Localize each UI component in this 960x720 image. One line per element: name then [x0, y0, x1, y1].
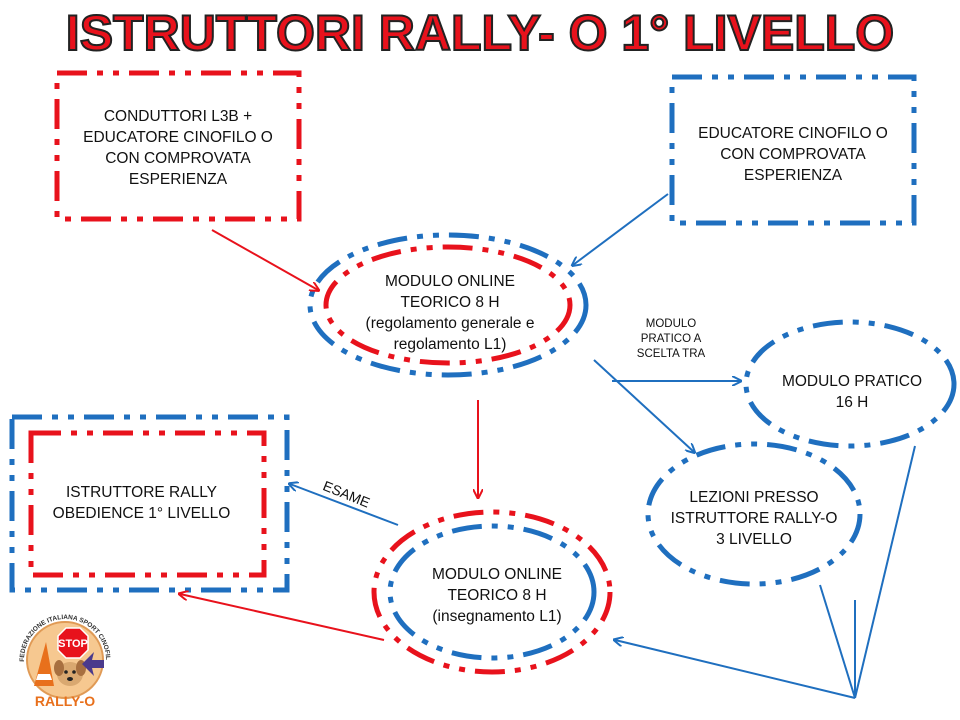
modulo-pratico-line-2: 16 H [835, 394, 869, 411]
arrow-educatore-to-modulo1 [573, 193, 669, 265]
educatore-label: EDUCATORE CINOFILO O CON COMPROVATA ESPE… [672, 123, 914, 186]
modulo-online-1-line-4: regolamento L1) [393, 336, 507, 353]
arrow-to-lezioni [593, 359, 694, 452]
educatore-line-3: ESPERIENZA [743, 167, 843, 184]
page-title: ISTRUTTORI RALLY- O 1° LIVELLO [65, 4, 895, 62]
arrow-to-modulo2 [615, 640, 856, 699]
lezioni-line-2: ISTRUTTORE RALLY-O [670, 510, 838, 527]
modulo-pratico-note-line-3: SCELTA TRA [636, 348, 706, 360]
istruttore-label: ISTRUTTORE RALLY OBEDIENCE 1° LIVELLO [31, 482, 252, 524]
educatore-line-1: EDUCATORE CINOFILO O [698, 125, 888, 142]
istruttore-line-2: OBEDIENCE 1° LIVELLO [52, 505, 231, 522]
modulo-online-2-line-1: MODULO ONLINE [431, 566, 563, 583]
conduttori-line-3: CON COMPROVATA [105, 150, 251, 167]
modulo-pratico-ellipse [743, 319, 957, 449]
logo-sign-text: STOP [58, 638, 88, 650]
modulo-online-1-line-1: MODULO ONLINE [384, 273, 516, 290]
modulo-pratico-note: MODULO PRATICO A SCELTA TRA [612, 317, 730, 362]
logo-bottom-text: RALLY-O [35, 693, 95, 709]
modulo-online-1-line-2: TEORICO 8 H [400, 294, 500, 311]
lezioni-line-1: LEZIONI PRESSO [689, 489, 819, 506]
rally-o-logo-icon: FEDERAZIONE ITALIANA SPORT CINOFILI STOP… [10, 598, 111, 709]
line-lezioni-down [819, 584, 856, 699]
modulo-pratico-line-1: MODULO PRATICO [781, 373, 923, 390]
conduttori-label: CONDUTTORI L3B + EDUCATORE CINOFILO O CO… [57, 106, 299, 190]
arrow-conduttori-to-modulo1 [211, 229, 318, 290]
arrow-esame-to-istruttore [290, 484, 399, 526]
modulo-online-1-inner [323, 244, 573, 366]
modulo-online-2-inner [387, 523, 597, 661]
modulo-pratico-note-line-1: MODULO [645, 318, 697, 330]
modulo-online-2-outer [371, 509, 613, 675]
modulo-online-1-line-3: (regolamento generale e [365, 315, 535, 332]
modulo-online-2-line-2: TEORICO 8 H [447, 587, 547, 604]
educatore-line-2: CON COMPROVATA [720, 146, 866, 163]
educatore-box [669, 74, 917, 226]
conduttori-line-2: EDUCATORE CINOFILO O [83, 129, 273, 146]
istruttore-line-1: ISTRUTTORE RALLY [65, 484, 217, 501]
modulo-pratico-label: MODULO PRATICO 16 H [752, 371, 952, 413]
modulo-online-1-outer [307, 232, 589, 378]
conduttori-line-1: CONDUTTORI L3B + [103, 108, 253, 125]
modulo-online-1-label: MODULO ONLINE TEORICO 8 H (regolamento g… [330, 271, 570, 355]
lezioni-label: LEZIONI PRESSO ISTRUTTORE RALLY-O 3 LIVE… [648, 487, 860, 550]
lezioni-line-3: 3 LIVELLO [716, 531, 792, 548]
lezioni-ellipse [645, 441, 863, 587]
conduttori-line-4: ESPERIENZA [128, 171, 228, 188]
arrow-modulo2-to-istruttore [180, 594, 385, 641]
modulo-online-2-line-3: (insegnamento L1) [432, 608, 562, 625]
istruttore-outer-box [9, 414, 290, 593]
modulo-pratico-note-line-2: PRATICO A [640, 333, 702, 345]
istruttore-inner-box [28, 430, 267, 578]
conduttori-box [54, 70, 302, 222]
line-pratico-down [854, 445, 916, 699]
modulo-online-2-label: MODULO ONLINE TEORICO 8 H (insegnamento … [392, 564, 602, 627]
